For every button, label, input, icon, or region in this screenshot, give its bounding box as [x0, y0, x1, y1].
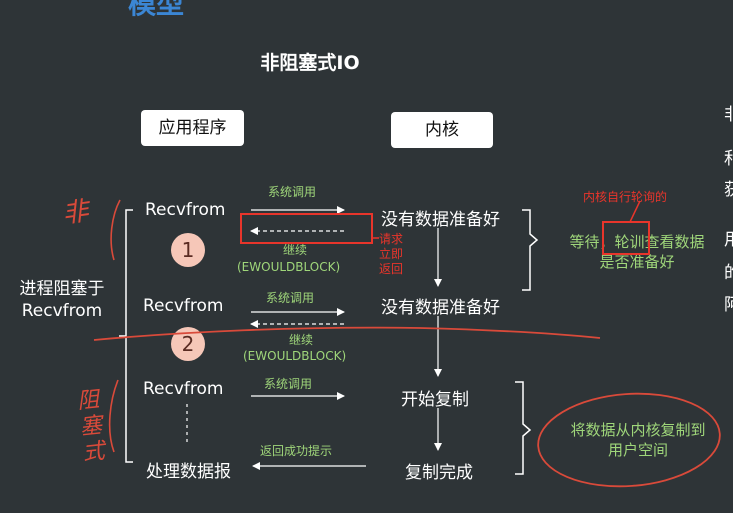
- annotation-request-return-1: 请求: [379, 232, 404, 246]
- edge-char-3: 获: [724, 180, 733, 200]
- arrow-label-syscall-1: 系统调用: [268, 185, 317, 199]
- annotation-request-return-2: 立即: [379, 247, 404, 261]
- app-step-recvfrom-1: Recvfrom: [145, 200, 226, 220]
- arrow-label-ewouldblock-1: (EWOULDBLOCK): [237, 260, 341, 274]
- kernel-step-start-copy: 开始复制: [401, 390, 469, 410]
- left-label-line-2: Recvfrom: [21, 301, 103, 321]
- right-brace-copy: [515, 381, 532, 475]
- kernel-step-not-ready-1: 没有数据准备好: [381, 210, 500, 230]
- annotation-request-return: 请求 立即 返回: [379, 232, 403, 277]
- red-box-poll: [602, 221, 650, 255]
- arrow-label-syscall-2: 系统调用: [266, 291, 315, 305]
- red-box-continue: [240, 213, 373, 244]
- header-kernel: 内核: [391, 112, 493, 148]
- red-line-poll: [629, 200, 641, 223]
- arrow-label-continue-1: 继续: [283, 243, 308, 257]
- right-brace-wait: [522, 209, 539, 291]
- step-circle-1: 1: [171, 233, 205, 267]
- diagram-title: 非阻塞式IO: [260, 52, 360, 74]
- annotation-kernel-poll: 内核自行轮询的: [583, 190, 668, 204]
- kernel-step-copy-done: 复制完成: [405, 463, 473, 483]
- arrow-label-syscall-3: 系统调用: [264, 377, 313, 391]
- wait-text-line-2: 是否准备好: [599, 253, 675, 271]
- copy-text-line-1: 将数据从内核复制到: [570, 421, 706, 439]
- kernel-step-not-ready-2: 没有数据准备好: [381, 298, 500, 318]
- handwritten-divider: [93, 326, 601, 341]
- left-label: 进程阻塞于 Recvfrom: [10, 278, 114, 322]
- app-step-process: 处理数据报: [146, 462, 231, 482]
- handwritten-bracket-bottom: [108, 379, 119, 453]
- top-heading-fragment: 模型: [128, 0, 185, 20]
- edge-char-2: 和: [724, 149, 733, 169]
- handwritten-ellipse: [537, 392, 721, 488]
- handwritten-bracket-top: [110, 199, 121, 261]
- copy-text: 将数据从内核复制到 用户空间: [553, 420, 723, 460]
- annotation-request-return-3: 返回: [379, 262, 404, 276]
- edge-char-4: 用: [724, 230, 733, 250]
- edge-char-1: 非: [724, 105, 733, 125]
- arrow-label-return-success: 返回成功提示: [260, 444, 333, 458]
- left-label-line-1: 进程阻塞于: [19, 279, 105, 299]
- header-app: 应用程序: [141, 110, 244, 146]
- arrow-label-ewouldblock-2: (EWOULDBLOCK): [243, 349, 347, 363]
- copy-text-line-2: 用户空间: [607, 441, 668, 459]
- app-step-recvfrom-2: Recvfrom: [143, 296, 224, 316]
- arrow-label-continue-2: 继续: [289, 333, 314, 347]
- edge-char-6: 阿: [724, 295, 733, 315]
- edge-char-5: 的: [724, 263, 733, 283]
- app-step-recvfrom-3: Recvfrom: [143, 379, 224, 399]
